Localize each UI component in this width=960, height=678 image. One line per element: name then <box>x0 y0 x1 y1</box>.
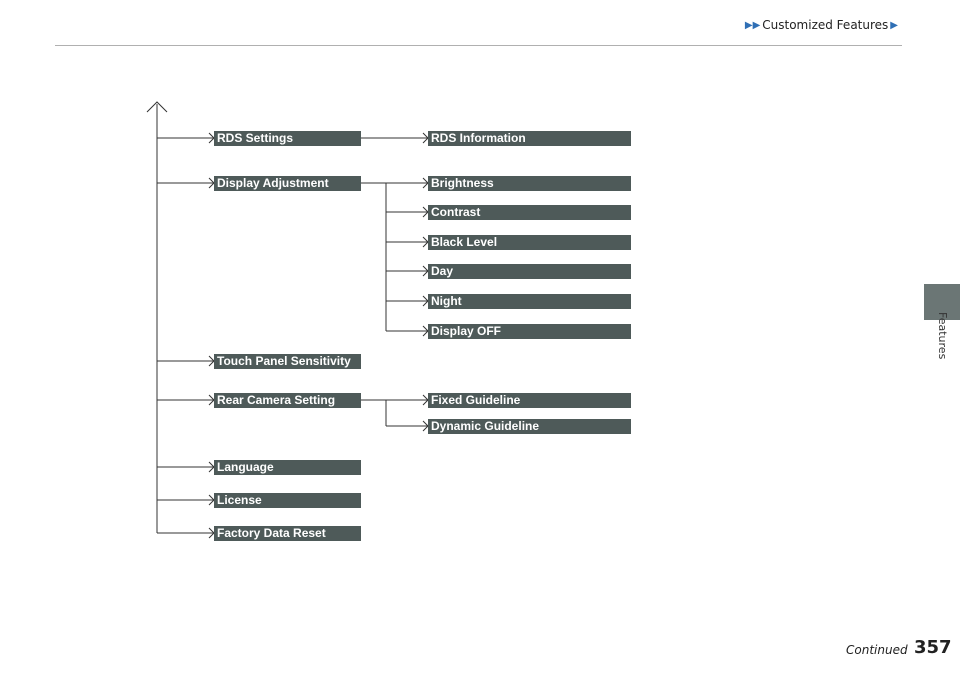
menu-language: Language <box>214 460 361 475</box>
header-title[interactable]: Customized Features <box>762 18 889 32</box>
menu-night: Night <box>428 294 631 309</box>
menu-display-adjustment: Display Adjustment <box>214 176 361 191</box>
menu-factory-data-reset: Factory Data Reset <box>214 526 361 541</box>
menu-touch-panel-sensitivity: Touch Panel Sensitivity <box>214 354 361 369</box>
menu-contrast: Contrast <box>428 205 631 220</box>
menu-day: Day <box>428 264 631 279</box>
menu-rds-information: RDS Information <box>428 131 631 146</box>
menu-black-level: Black Level <box>428 235 631 250</box>
side-tab[interactable] <box>924 284 960 320</box>
menu-brightness: Brightness <box>428 176 631 191</box>
continued-label: Continued <box>846 643 908 657</box>
triangle-right-icon: ▶▶ <box>744 19 761 31</box>
header-rule <box>55 45 902 46</box>
menu-rear-camera-setting: Rear Camera Setting <box>214 393 361 408</box>
menu-license: License <box>214 493 361 508</box>
running-header: ▶▶ Customized Features ▶ <box>745 18 898 32</box>
triangle-right-icon: ▶ <box>890 19 898 31</box>
menu-rds-settings: RDS Settings <box>214 131 361 146</box>
menu-display-off: Display OFF <box>428 324 631 339</box>
menu-fixed-guideline: Fixed Guideline <box>428 393 631 408</box>
page-number: 357 <box>914 637 952 658</box>
side-tab-label: Features <box>936 312 949 360</box>
menu-dynamic-guideline: Dynamic Guideline <box>428 419 631 434</box>
